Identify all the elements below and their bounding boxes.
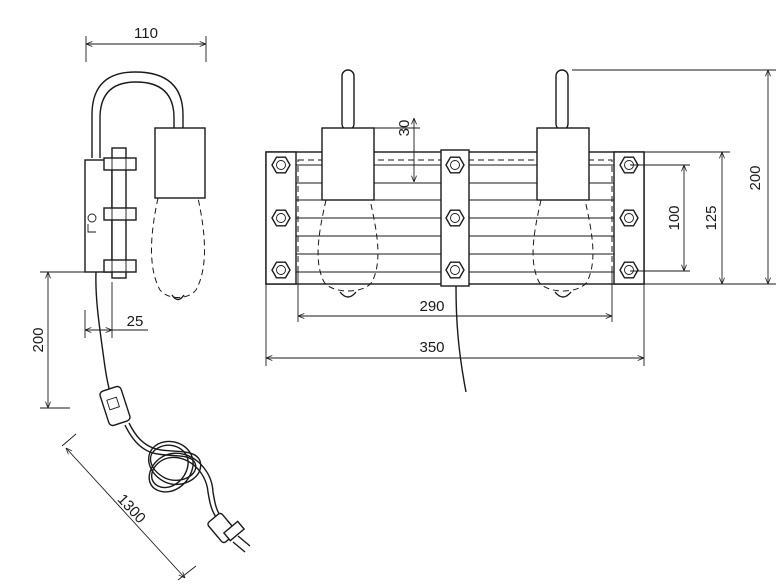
dim-290: 290 [419, 298, 444, 315]
bolt-hole [276, 160, 286, 170]
dim-200-cable: 200 [30, 327, 47, 352]
hex-bolt [271, 156, 291, 174]
bolt-hole [624, 213, 634, 223]
hex-bolt [271, 209, 291, 227]
bolt-hole [450, 265, 460, 275]
hex-bolt [619, 261, 639, 279]
dim-25: 25 [127, 313, 144, 330]
cable [95, 271, 111, 393]
dim-200-total: 200 [747, 165, 764, 190]
side-socket [154, 127, 206, 199]
bolt-hole [624, 265, 634, 275]
front-view: 30 290 350 100 125 200 [265, 69, 776, 393]
hex-bolt [619, 209, 639, 227]
brand-mark [87, 213, 97, 223]
inline-switch [99, 385, 131, 427]
side-bulb [151, 197, 205, 298]
hex-bolt [445, 209, 465, 227]
hex-bolt [619, 156, 639, 174]
hex-bolt [445, 261, 465, 279]
dim-100: 100 [666, 205, 683, 230]
bolt-hole [450, 213, 460, 223]
lamp-left [317, 69, 379, 298]
bolt-hole [276, 213, 286, 223]
front-cable [455, 285, 467, 393]
plug [207, 512, 251, 553]
dim-350: 350 [419, 339, 444, 356]
hex-bolt [271, 261, 291, 279]
dim-30: 30 [396, 120, 413, 137]
dim-1300: 1300 [114, 491, 149, 527]
hex-bolts [271, 156, 639, 279]
bolt-hole [276, 265, 286, 275]
hex-bolt [445, 156, 465, 174]
dim-125: 125 [703, 205, 720, 230]
lamp-right [532, 69, 594, 298]
side-bolts [103, 157, 137, 273]
dim-110: 110 [134, 25, 158, 42]
bolt-hole [450, 160, 460, 170]
side-view: 110 25 200 1300 [30, 25, 251, 581]
